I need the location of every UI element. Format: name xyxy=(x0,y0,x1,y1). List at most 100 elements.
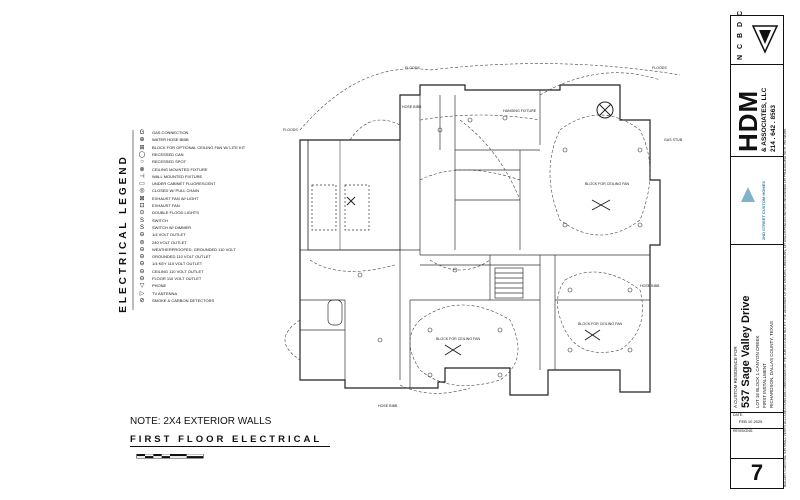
legend-symbol-icon: ▽ xyxy=(139,283,145,290)
legend-label: SMOKE & CARBON DETECTORS xyxy=(152,297,215,303)
revisions-cell: REVISIONS: xyxy=(731,428,783,459)
legend-label: GAS CONNECTION xyxy=(152,130,189,135)
legend-item: ▷TV ANTENNA xyxy=(136,291,258,298)
legend-item: ⊖ GROUNDED 110 VOLT OUTLET xyxy=(136,254,258,261)
legend-label: CEILING 110 VOLT OUTLET xyxy=(152,268,204,274)
title-block: N C B D C HDM & ASSOCIATES, LLC 214 . 64… xyxy=(730,9,784,489)
firm-cell: HDM & ASSOCIATES, LLC 214 . 642 . 8563 xyxy=(731,64,783,157)
legend-item: ⊘ SMOKE & CARBON DETECTORS xyxy=(136,298,258,305)
legend-symbol-icon: ⊙ xyxy=(139,210,145,217)
flood-label: FLOODS xyxy=(652,66,667,70)
firm-name: HDM xyxy=(733,89,763,152)
legend-item: ⊡ EXHAUST FAN xyxy=(136,203,258,210)
legend-symbol-icon: ⊖ xyxy=(139,268,145,275)
legend-symbol-icon: ⊡ xyxy=(139,203,145,209)
legend-symbol-icon: ⊖ xyxy=(139,276,145,282)
legend-symbol-icon: ⊜ xyxy=(139,239,145,246)
legend-symbol-icon: ⊞ xyxy=(139,144,145,151)
legend-item: ⊞ BLOCK FOR OPTIONAL CEILING FAN W/ LITE … xyxy=(136,145,258,152)
legend-item: ▭ UNDER CABINET FLUORESCENT xyxy=(136,181,258,188)
legend-item: ⊖1/4 VOLT OUTLET xyxy=(136,232,258,239)
builder-logo-cell: 2ND STREET CUSTOM HOMES xyxy=(731,156,783,245)
legend-label: WEATHERPROOFED, GROUNDED 110 VOLT xyxy=(152,246,236,252)
legend-label: GROUNDED 110 VOLT OUTLET xyxy=(152,254,211,260)
fan-block-label: BLOCK FOR CEILING FAN xyxy=(585,182,630,186)
legend-label: EXHAUST FAN xyxy=(152,203,180,208)
hose-bibb-label: HOSE BIBB xyxy=(402,105,422,109)
legend-label: SWITCH W/ DIMMER xyxy=(152,224,192,230)
exterior-wall xyxy=(299,84,661,396)
fan-block-label: BLOCK FOR CEILING FAN xyxy=(578,322,623,326)
firm-phone: 214 . 642 . 8563 xyxy=(770,105,777,152)
sheet-number: 7 xyxy=(750,460,764,485)
date-value: FEB 10 2025 xyxy=(739,419,763,424)
legend-symbol-icon: S xyxy=(139,224,144,231)
legend-symbol-icon: ⊕ xyxy=(139,137,145,144)
legend-item: S SWITCH W/ DIMMER xyxy=(136,225,258,232)
legend-symbol-icon: ▭ xyxy=(139,181,145,188)
garage-wall xyxy=(307,139,401,251)
hose-bibb-label: HOSE BIBB xyxy=(378,404,398,408)
legend-symbol-icon: ⊘ xyxy=(139,297,145,304)
lot-info: LOT 16 BLOCK 1 CANYON CREEK xyxy=(755,335,760,408)
legend-label: 1/4 KEY 110 VOLT OUTLET xyxy=(152,261,203,267)
legend-item: ⊙ DOUBLE FLOOD LIGHTS xyxy=(136,210,258,217)
legend-label: WATER HOSE BIBB xyxy=(152,137,189,143)
legend-label: PHONE xyxy=(152,283,167,289)
fan-block-label: BLOCK FOR CEILING FAN xyxy=(436,337,481,341)
legend-label: 240 VOLT OUTLET xyxy=(152,239,187,245)
legend-item: ◯RECESSED CAN xyxy=(136,152,258,159)
builder-logo-icon xyxy=(741,187,755,202)
legend-symbol-icon: ⊗ xyxy=(139,166,145,173)
legend-label: FLOOR 110 VOLT OUTLET xyxy=(152,276,202,281)
title-underline xyxy=(130,446,330,447)
legend-label: CLOSED W/ PULL CHAIN xyxy=(152,188,199,194)
legend-symbol-icon: ○ xyxy=(140,159,144,166)
legend-title: ELECTRICAL LEGEND xyxy=(117,153,129,313)
legend-item: ▽ PHONE xyxy=(136,283,258,290)
installment-label: FIRST INSTALLMENT xyxy=(762,363,767,408)
legend-item: ⊜ 240 VOLT OUTLET xyxy=(136,240,258,247)
legend-label: SWITCH xyxy=(152,217,168,223)
scale-bar xyxy=(136,454,204,459)
legend-label: BLOCK FOR OPTIONAL CEILING FAN W/ LITE K… xyxy=(152,144,246,150)
dining-fixture-label: HANGING FIXTURE xyxy=(503,109,537,113)
legend-symbol-icon: ⊠ xyxy=(139,195,145,202)
drawing-title: FIRST FLOOR ELECTRICAL xyxy=(130,434,323,445)
legend-label: UNDER CABINET FLUORESCENT xyxy=(152,181,216,187)
legend-symbol-icon: ◎ xyxy=(139,188,145,195)
legend-symbol-icon: ⊖ xyxy=(139,254,145,261)
revisions-label: REVISIONS: xyxy=(733,429,754,433)
project-cell: A CUSTOM RESIDENCE FOR 537 Sage Valley D… xyxy=(731,244,783,413)
ncbdc-logo-cell: N C B D C xyxy=(731,9,783,65)
legend-item: G GAS CONNECTION xyxy=(136,130,258,137)
gas-stub-label: GAS STUB xyxy=(664,138,683,142)
legend-item: ⊖ FLOOR 110 VOLT OUTLET xyxy=(136,276,258,283)
legend-symbol-icon: ⊖ xyxy=(139,246,145,253)
legend-item: ⊖ CEILING 110 VOLT OUTLET xyxy=(136,269,258,276)
legend-label: CEILING MOUNTED FIXTURE xyxy=(152,166,208,172)
legend-label: EXHAUST FAN W/ LIGHT xyxy=(152,195,199,201)
legend-label: RECESSED CAN xyxy=(152,151,184,157)
legend-item: ◎ CLOSED W/ PULL CHAIN xyxy=(136,188,258,195)
wall-note: NOTE: 2X4 EXTERIOR WALLS xyxy=(130,416,272,427)
legend-label: WALL MOUNTED FIXTURE xyxy=(152,173,203,179)
date-label: DATE: xyxy=(733,413,744,417)
legend-symbol-icon: ⊖ xyxy=(139,232,145,239)
legend-label: DOUBLE FLOOD LIGHTS xyxy=(152,210,199,216)
ncbdc-label: N C B D C xyxy=(737,8,744,60)
builder-note: BUILDER / CONTRACTOR SHALL VERIFY ALL CO… xyxy=(783,128,787,487)
legend-item: ⊕ WATER HOSE BIBB xyxy=(136,137,258,144)
city-label: RICHARDSON, DALLAS COUNTY, TEXAS xyxy=(769,321,774,408)
ncbdc-seal-icon xyxy=(751,25,779,54)
legend-item: ⊖ WEATHERPROOFED, GROUNDED 110 VOLT xyxy=(136,247,258,254)
hose-bibb-label: HOSE BIBB xyxy=(640,284,660,288)
date-cell: DATE: FEB 10 2025 xyxy=(731,412,783,429)
legend-symbol-icon: ▷ xyxy=(139,290,145,297)
legend-item: ⊖1/4 KEY 110 VOLT OUTLET xyxy=(136,261,258,268)
legend-symbol-icon: G xyxy=(139,130,145,136)
electrical-legend: G GAS CONNECTION ⊕ WATER HOSE BIBB ⊞ BLOCK FO… xyxy=(136,130,258,306)
legend-symbol-icon: ⊣ xyxy=(139,173,145,180)
